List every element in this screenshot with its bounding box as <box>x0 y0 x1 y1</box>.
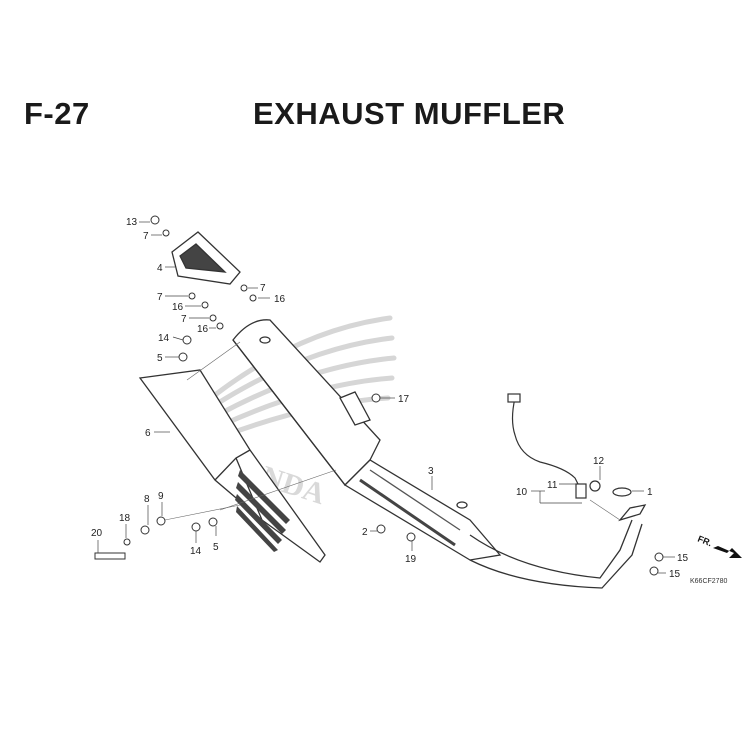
callout-4: 4 <box>157 263 163 274</box>
leader-lines <box>97 221 675 574</box>
callout-labels: 13 7 4 7 16 7 16 7 16 14 5 6 17 3 2 19 1… <box>91 217 689 580</box>
callout-16: 16 <box>197 324 209 335</box>
callout-7: 7 <box>157 292 163 303</box>
section-code: F-27 <box>24 96 90 131</box>
callout-7: 7 <box>143 231 149 242</box>
callout-8: 8 <box>144 494 150 505</box>
callout-7: 7 <box>181 314 187 325</box>
diagram-reference-code: K66CF2780 <box>690 578 727 585</box>
upper-bracket <box>171 231 241 285</box>
muffler-protector <box>138 369 326 563</box>
muffler-body <box>232 319 502 561</box>
callout-7: 7 <box>260 283 266 294</box>
callout-15: 15 <box>677 553 689 564</box>
callout-5: 5 <box>157 353 163 364</box>
callout-5: 5 <box>213 542 219 553</box>
exhaust-pipe <box>469 504 647 589</box>
front-direction-label: FR. <box>696 534 713 549</box>
callout-17: 17 <box>398 394 410 405</box>
callout-11: 11 <box>547 480 558 491</box>
callout-14: 14 <box>158 333 170 344</box>
callout-19: 19 <box>405 554 417 565</box>
callout-20: 20 <box>91 528 103 539</box>
callout-15: 15 <box>669 569 681 580</box>
callout-12: 12 <box>593 456 605 467</box>
callout-16: 16 <box>172 302 184 313</box>
callout-10: 10 <box>516 487 528 498</box>
callout-16: 16 <box>274 294 286 305</box>
callout-14: 14 <box>190 546 202 557</box>
page-title: EXHAUST MUFFLER <box>253 96 566 131</box>
front-direction-indicator: FR. <box>696 534 742 558</box>
arrow-right-icon <box>713 546 742 558</box>
callout-6: 6 <box>145 428 151 439</box>
callout-3: 3 <box>428 466 434 477</box>
callout-18: 18 <box>119 513 131 524</box>
callout-2: 2 <box>362 527 368 538</box>
o2-sensor-harness <box>507 393 632 499</box>
callout-1: 1 <box>647 487 653 498</box>
callout-9: 9 <box>158 491 164 502</box>
assembly-guide-lines <box>164 341 621 521</box>
callout-13: 13 <box>126 217 138 228</box>
